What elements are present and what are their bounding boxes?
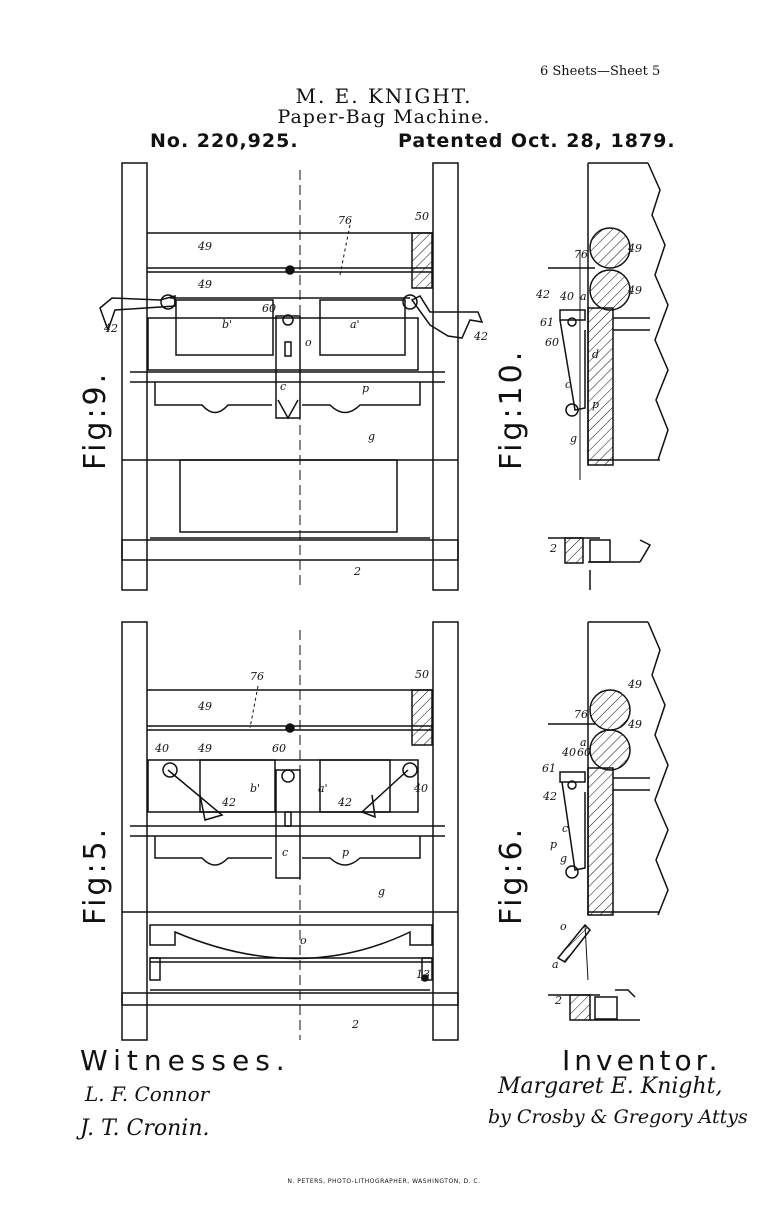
ref-p-fig10: p	[592, 398, 599, 411]
ref-76-fig5: 76	[250, 670, 264, 683]
figure-10-drawing	[548, 162, 669, 590]
ref-76-fig10: 76	[574, 248, 588, 261]
ref-g: g	[368, 430, 375, 443]
ref-42-fig5: 42	[221, 796, 236, 809]
figure-9-label: Fig:9.	[78, 370, 113, 470]
ref-o: o	[305, 336, 312, 349]
ref-g-fig6: g	[560, 852, 567, 865]
witness-signature-1: L. F. Connor	[85, 1082, 210, 1106]
ref-49b-fig5: 49	[197, 742, 212, 755]
ref-40-fig5: 40	[154, 742, 169, 755]
witnesses-heading: Witnesses.	[80, 1044, 291, 1077]
ref-2: 2	[353, 565, 361, 578]
ref-49b-fig6: 49	[627, 718, 642, 731]
ref-49b-fig10: 49	[627, 284, 642, 297]
sheet-label: 6 Sheets—Sheet 5	[540, 64, 661, 79]
ref-2-fig10: 2	[549, 542, 557, 555]
ref-60-fig10: 60	[545, 336, 559, 349]
figure-5-label: Fig:5.	[78, 825, 113, 925]
ref-42b-fig5: 42	[337, 796, 352, 809]
ref-49-fig10: 49	[627, 242, 642, 255]
ref-49-fig5: 49	[197, 700, 212, 713]
patent-number: No. 220,925.	[150, 130, 299, 152]
ref-50: 50	[415, 210, 429, 223]
ref-42b: 42	[473, 330, 488, 343]
lithographer-credit: N. PETERS, PHOTO-LITHOGRAPHER, WASHINGTO…	[287, 1178, 481, 1185]
ref-49-fig6: 49	[627, 678, 642, 691]
ref-2-fig5: 2	[351, 1018, 359, 1031]
ref-49b: 49	[197, 278, 212, 291]
ref-p: p	[362, 382, 369, 395]
invention-title: Paper-Bag Machine.	[277, 106, 491, 128]
ref-g-fig10: g	[570, 432, 577, 445]
ref-61-fig6: 61	[542, 762, 556, 775]
ref-g-fig5: g	[378, 885, 385, 898]
ref-2-fig6: 2	[554, 994, 562, 1007]
ref-a-prime-fig5: a'	[318, 782, 328, 795]
ref-13-fig5: 13	[416, 968, 430, 981]
ref-b-prime-fig5: b'	[250, 782, 260, 795]
ref-a-prime: a'	[350, 318, 360, 331]
ref-50-fig5: 50	[415, 668, 429, 681]
ref-40-fig10: 40	[559, 290, 574, 303]
ref-d-fig10: d	[592, 348, 599, 361]
ref-o-fig5: o	[300, 934, 307, 947]
figure-9-drawing	[99, 162, 484, 591]
ref-c: c	[280, 380, 286, 393]
ref-40-fig6: 40	[561, 746, 576, 759]
ref-c-fig5: c	[282, 846, 288, 859]
ref-40b-fig5: 40	[413, 782, 428, 795]
ref-a-prime-fig10: a'	[580, 290, 590, 303]
ref-49: 49	[197, 240, 212, 253]
figure-6-drawing	[548, 621, 669, 1021]
ref-60-fig6: 60	[577, 746, 591, 759]
ref-b-prime: b'	[222, 318, 232, 331]
ref-60-fig5: 60	[272, 742, 286, 755]
inventor-heading: Inventor.	[562, 1044, 722, 1077]
ref-42: 42	[103, 322, 118, 335]
figure-10-label: Fig:10.	[494, 348, 529, 470]
ref-c-fig6: c	[562, 822, 568, 835]
attorneys-signature: by Crosby & Gregory Attys	[488, 1106, 748, 1128]
figure-5-drawing	[121, 621, 459, 1041]
ref-p-fig5: p	[342, 846, 349, 859]
witness-signature-2: J. T. Cronin.	[80, 1116, 210, 1141]
ref-a-prime-fig6: a'	[580, 736, 590, 749]
ref-a-fig6: a	[552, 958, 559, 971]
ref-60: 60	[262, 302, 276, 315]
ref-p-fig6: p	[550, 838, 557, 851]
figure-6-label: Fig:6.	[494, 825, 529, 925]
ref-42-fig10: 42	[535, 288, 550, 301]
ref-76-fig6: 76	[574, 708, 588, 721]
ref-o-fig6: o	[560, 920, 567, 933]
inventor-signature: Margaret E. Knight,	[498, 1074, 723, 1099]
ref-42-fig6: 42	[542, 790, 557, 803]
inventor-name: M. E. KNIGHT.	[295, 84, 473, 108]
patent-date: Patented Oct. 28, 1879.	[398, 130, 676, 152]
ref-76: 76	[338, 214, 352, 227]
ref-61-fig10: 61	[540, 316, 554, 329]
ref-c-fig10: c	[565, 378, 571, 391]
